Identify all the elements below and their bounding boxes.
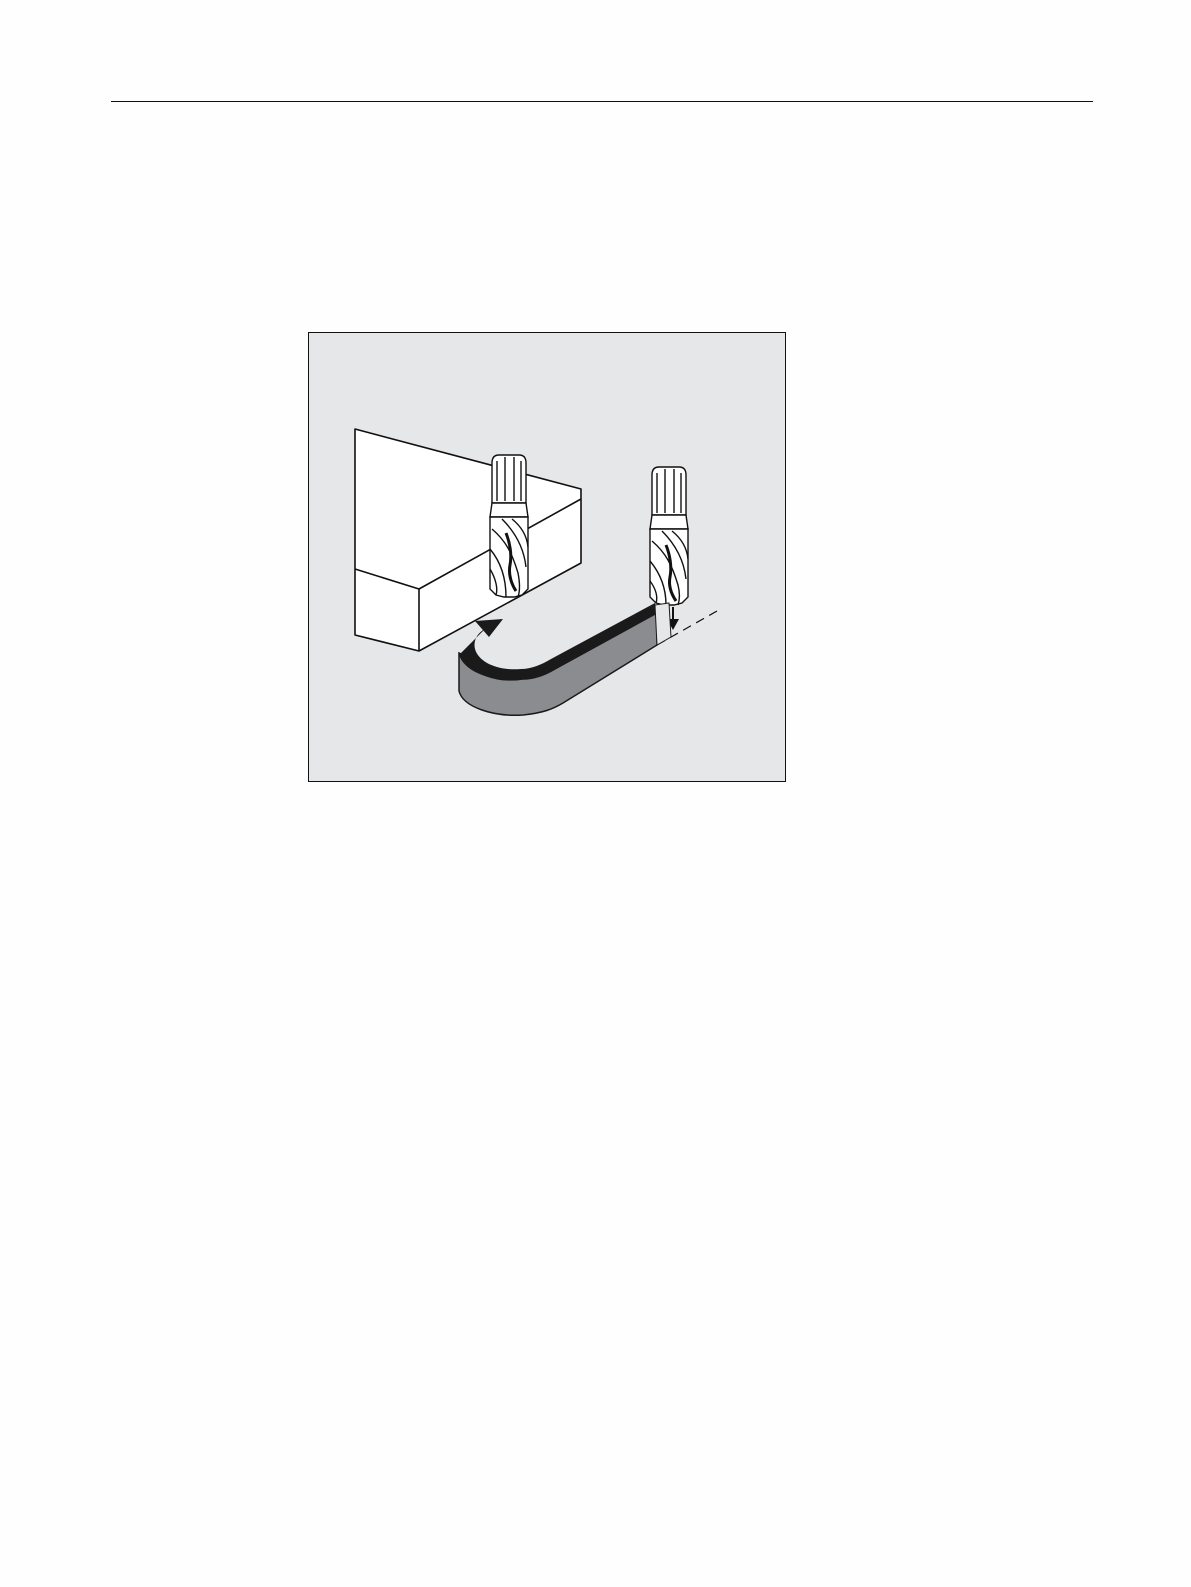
figure-frame [308,332,786,782]
milling-illustration [309,333,785,781]
end-mill-tool [650,467,688,605]
tool-path-band [459,603,671,715]
end-mill-tool [490,455,528,597]
workpiece-block [355,429,581,651]
header-rule [111,101,1093,102]
